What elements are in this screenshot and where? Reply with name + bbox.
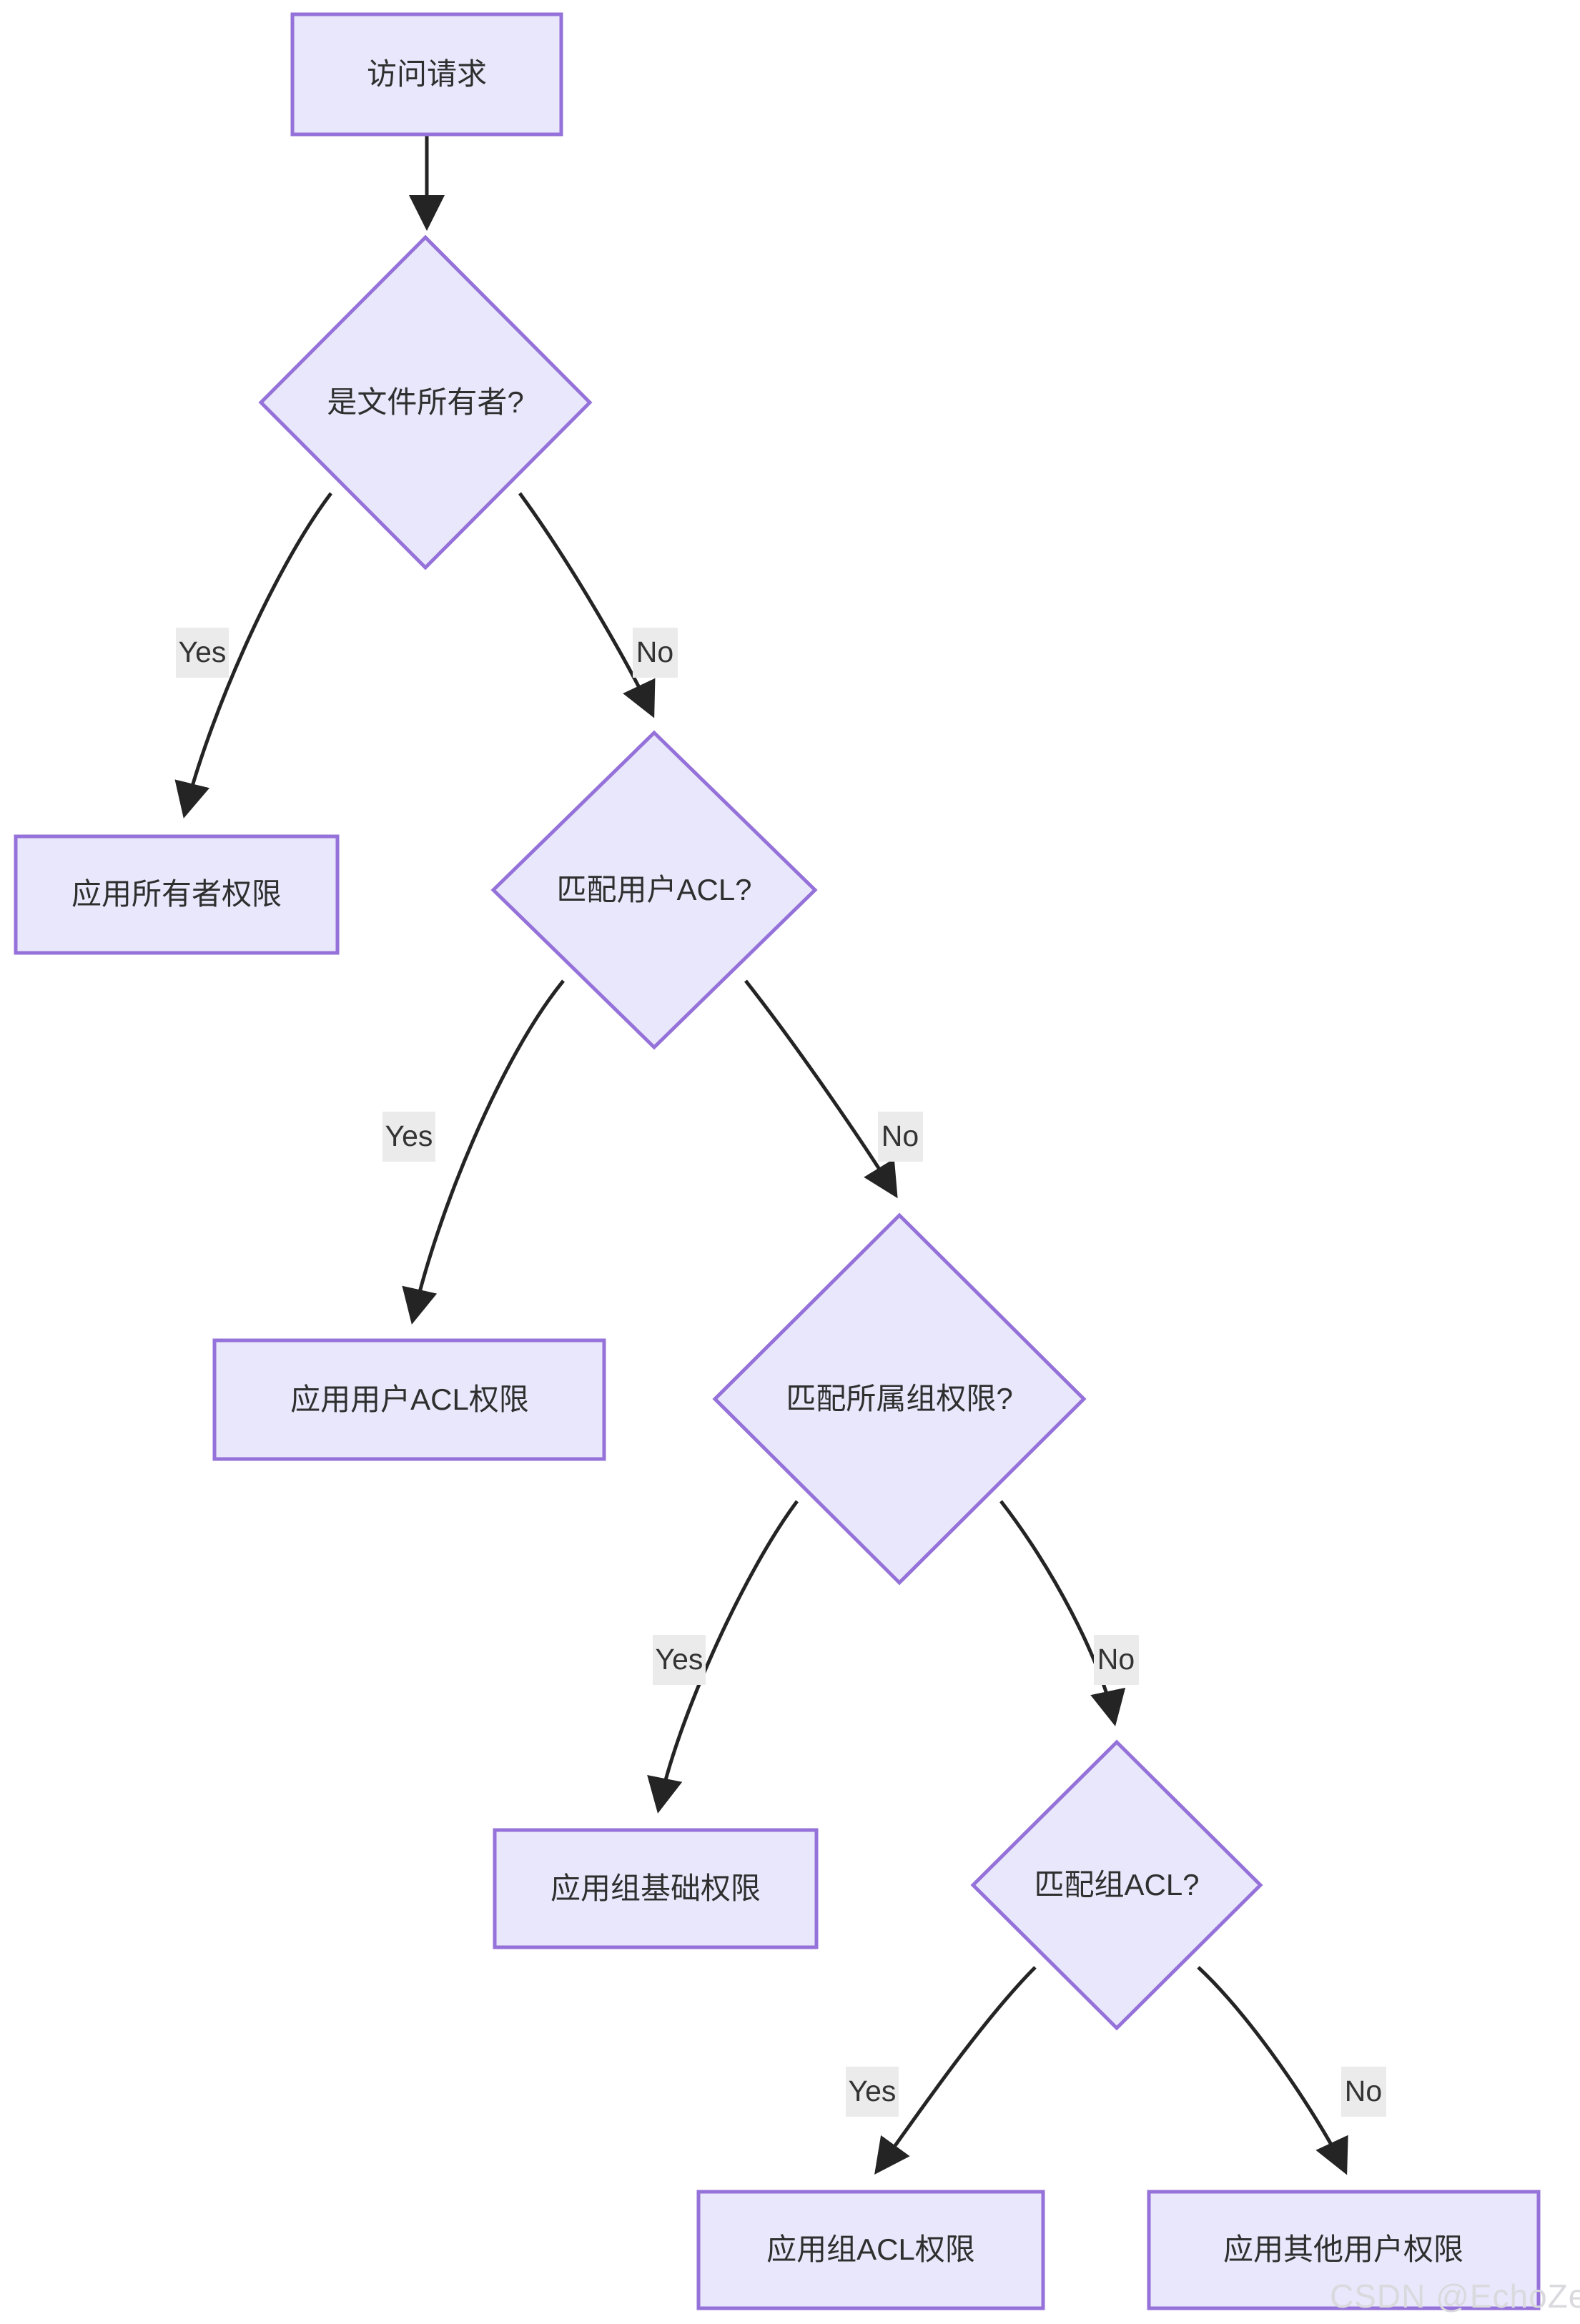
node-match-group-acl[interactable]: 匹配组ACL? (970, 1739, 1263, 2031)
edge-label-text: Yes (385, 1119, 433, 1152)
node-layer: 访问请求 是文件所有者? 应用所有者权限 匹配用户ACL? 应用用户ACL权限 (14, 12, 1541, 2310)
edge-label-text: No (1345, 2075, 1382, 2107)
watermark-label: CSDN @EchoZeal (1330, 2278, 1580, 2315)
node-shape-rect[interactable] (212, 1338, 606, 1461)
node-label: 匹配所属组权限? (786, 1382, 1012, 1415)
edge-label-layer: Yes No Yes No Yes No (176, 628, 1386, 2117)
node-match-user-acl[interactable]: 匹配用户ACL? (490, 730, 818, 1050)
edge-groupacl-yes (874, 1966, 1037, 2175)
edge-group-no (999, 1500, 1126, 1726)
node-shape-diamond[interactable] (490, 730, 818, 1050)
edge-label-text: No (882, 1119, 919, 1152)
edge-groupacl-no (1197, 1966, 1348, 2175)
edge-group-yes (647, 1500, 799, 1814)
edge-label-text: No (636, 636, 673, 668)
edge-useracl-yes (402, 979, 565, 1325)
node-shape-diamond[interactable] (970, 1739, 1263, 2031)
node-label: 匹配组ACL? (1034, 1868, 1199, 1902)
edge-label-groupacl-no: No (1341, 2067, 1386, 2117)
edge-label-text: Yes (656, 1643, 703, 1676)
edge-layer (174, 134, 1348, 2175)
node-label: 应用组基础权限 (550, 1871, 761, 1905)
edge-owner-yes (174, 492, 332, 819)
node-match-group-permission[interactable]: 匹配所属组权限? (712, 1212, 1087, 1586)
node-label: 访问请求 (367, 57, 487, 91)
edge-useracl-no (744, 979, 898, 1199)
edge-label-text: Yes (849, 2075, 897, 2107)
edge-label-text: No (1097, 1643, 1135, 1676)
node-shape-rect[interactable] (14, 834, 340, 955)
edge-label-useracl-no: No (878, 1112, 923, 1162)
edge-label-group-yes: Yes (653, 1635, 706, 1685)
node-apply-group-base-permission[interactable]: 应用组基础权限 (493, 1828, 819, 1949)
edge-label-text: Yes (179, 636, 227, 668)
edge-label-useracl-yes: Yes (382, 1112, 435, 1162)
node-label: 应用用户ACL权限 (290, 1383, 529, 1416)
node-label: 应用组ACL权限 (766, 2232, 975, 2266)
node-apply-group-acl-permission[interactable]: 应用组ACL权限 (696, 2190, 1045, 2310)
node-label: 是文件所有者? (327, 385, 523, 419)
node-apply-other-user-permission[interactable]: 应用其他用户权限 (1147, 2190, 1541, 2310)
node-label: 应用其他用户权限 (1223, 2232, 1463, 2266)
node-is-file-owner[interactable]: 是文件所有者? (258, 234, 593, 570)
node-shape-rect[interactable] (1147, 2190, 1541, 2310)
node-shape-rect[interactable] (493, 1828, 819, 1949)
node-access-request[interactable]: 访问请求 (290, 12, 563, 137)
node-apply-owner-permission[interactable]: 应用所有者权限 (14, 834, 340, 955)
node-label: 应用所有者权限 (71, 877, 282, 911)
edge-label-groupacl-yes: Yes (846, 2067, 899, 2117)
node-shape-diamond[interactable] (712, 1212, 1087, 1586)
edge-label-owner-yes: Yes (176, 628, 229, 678)
node-label: 匹配用户ACL? (556, 873, 751, 906)
edge-owner-no (518, 492, 656, 718)
node-shape-rect[interactable] (290, 12, 563, 137)
node-shape-diamond[interactable] (258, 234, 593, 570)
node-shape-rect[interactable] (696, 2190, 1045, 2310)
node-apply-user-acl-permission[interactable]: 应用用户ACL权限 (212, 1338, 606, 1461)
edge-label-group-no: No (1094, 1635, 1139, 1685)
edge-label-owner-no: No (633, 628, 678, 678)
